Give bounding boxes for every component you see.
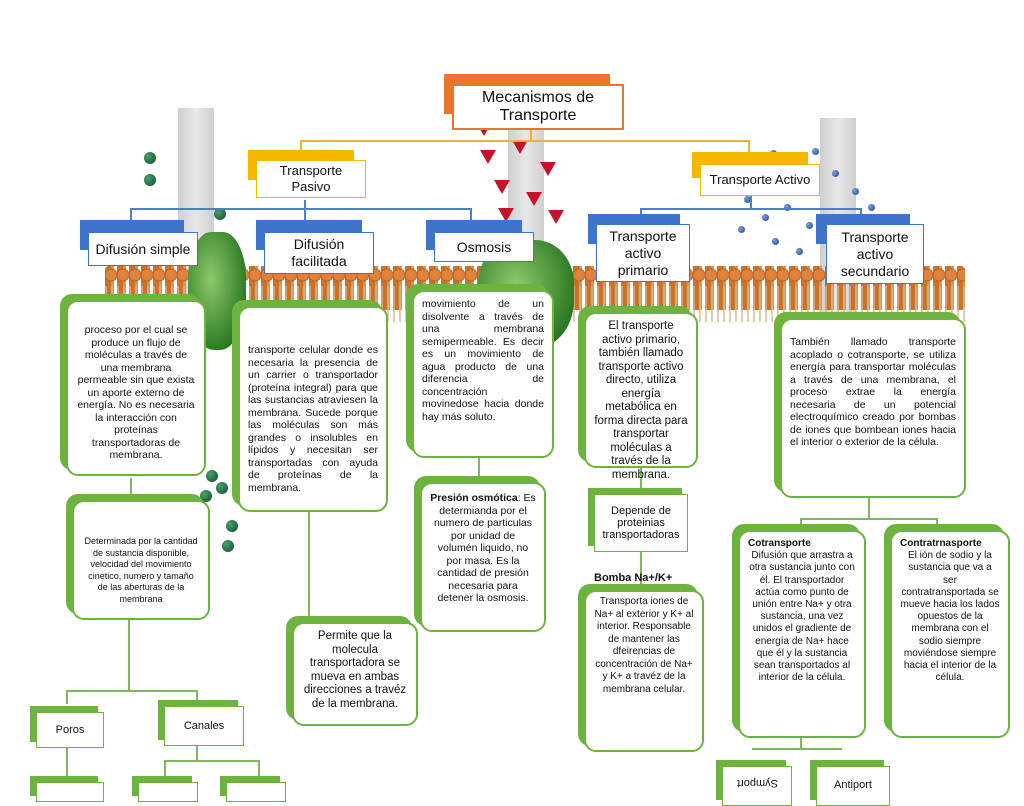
difusion-facilitada-description: transporte celular donde es necesaria la… [238, 306, 388, 512]
difusion-simple-description: proceso por el cual se produce un flujo … [66, 300, 206, 476]
connector-line [130, 208, 470, 210]
canales-child-node [226, 782, 286, 802]
pasivo-label: Transporte Pasivo [279, 163, 343, 194]
presion-osmotica-title: Presión osmótica [430, 492, 518, 504]
connector-line [470, 208, 472, 222]
activo-secundario-description: También llamado transporte acoplado o co… [780, 318, 966, 498]
molecule-green [222, 540, 234, 552]
ion-blue [796, 248, 803, 255]
connector-line [800, 518, 802, 530]
bomba-na-k-title: Bomba Na+/K+ [594, 572, 673, 584]
molecule-green [226, 520, 238, 532]
difusion-simple-label: Difusión simple [95, 240, 191, 257]
difusion-facilitada-detail: Permite que la molecula transportadora s… [292, 622, 418, 726]
depende-proteinas-box: Depende de proteinias transportadoras [594, 494, 688, 552]
contratransporte-title: Contratrnasporte [900, 538, 982, 549]
connector-line [640, 208, 860, 210]
connector-line [130, 208, 132, 222]
activo-primario-node: Transporte activo primario [596, 224, 690, 282]
page-title: Mecanismos de Transporte [481, 89, 595, 124]
connector-line [800, 738, 802, 748]
connector-line [752, 748, 842, 750]
ion-blue [868, 204, 875, 211]
ion-blue [738, 226, 745, 233]
connector-line [800, 518, 936, 520]
connector-line [164, 760, 260, 762]
presion-osmotica-box: Presión osmótica: Es determianda por el … [420, 482, 546, 632]
connector-line [750, 194, 752, 208]
cotransporte-title: Cotransporte [748, 538, 811, 549]
symport-node: Symport [722, 766, 792, 806]
connector-line [164, 760, 166, 778]
connector-line [640, 552, 642, 588]
activo-secundario-node: Transporte activo secundario [826, 224, 924, 284]
molecule-green [216, 482, 228, 494]
ion-blue [784, 204, 791, 211]
difusion-facilitada-label: Difusión facilitada [291, 236, 347, 269]
solute-triangle [540, 162, 556, 176]
connector-line [936, 518, 938, 530]
connector-line [530, 128, 532, 140]
ion-blue [744, 196, 751, 203]
solute-triangle [480, 150, 496, 164]
connector-line [258, 760, 260, 778]
connector-line [66, 690, 196, 692]
ion-blue [832, 170, 839, 177]
activo-node: Transporte Activo [700, 164, 820, 196]
connector-line [304, 200, 306, 222]
activo-secundario-label: Transporte activo secundario [840, 228, 910, 279]
canales-node: Canales [164, 706, 244, 746]
activo-primario-description: El transporte activo primario, también l… [584, 312, 698, 481]
osmosis-label: Osmosis [456, 238, 512, 255]
molecule-green [144, 152, 156, 164]
connector-line [308, 512, 310, 620]
ion-blue [762, 214, 769, 221]
ion-blue [852, 188, 859, 195]
poros-child-node [36, 782, 104, 802]
solute-triangle [498, 208, 514, 222]
osmosis-node: Osmosis [434, 232, 534, 262]
ion-blue [806, 222, 813, 229]
connector-line [196, 746, 198, 760]
molecule-green [200, 490, 212, 502]
activo-label: Transporte Activo [709, 172, 811, 187]
difusion-simple-node: Difusión simple [88, 232, 198, 266]
pasivo-node: Transporte Pasivo [256, 160, 366, 198]
connector-line [300, 140, 302, 156]
difusion-facilitada-node: Difusión facilitada [264, 232, 374, 274]
connector-line [66, 748, 68, 776]
solute-triangle [512, 140, 528, 154]
osmosis-description: movimiento de un disolvente a través de … [412, 290, 554, 458]
connector-line [868, 498, 870, 518]
molecule-green [144, 174, 156, 186]
poros-node: Poros [36, 712, 104, 748]
solute-triangle [526, 192, 542, 206]
connector-line [748, 140, 750, 156]
molecule-green [206, 470, 218, 482]
connector-line [130, 478, 132, 498]
antiport-node: Antiport [816, 766, 890, 806]
connector-line [478, 458, 480, 480]
connector-line [66, 690, 68, 704]
ion-blue [812, 148, 819, 155]
connector-line [640, 468, 642, 488]
title-node: Mecanismos de Transporte [452, 84, 624, 130]
bomba-na-k-box: Transporta iones de Na+ al exterior y K+… [584, 590, 704, 752]
activo-primario-label: Transporte activo primario [609, 227, 677, 278]
connector-line [196, 690, 198, 704]
ion-blue [772, 238, 779, 245]
molecule-green [214, 208, 226, 220]
difusion-simple-detail: Determinada por la cantidad de sustancia… [72, 500, 210, 620]
solute-triangle [494, 180, 510, 194]
connector-line [128, 620, 130, 690]
canales-child-node [138, 782, 198, 802]
solute-triangle [548, 210, 564, 224]
connector-line [300, 140, 750, 142]
